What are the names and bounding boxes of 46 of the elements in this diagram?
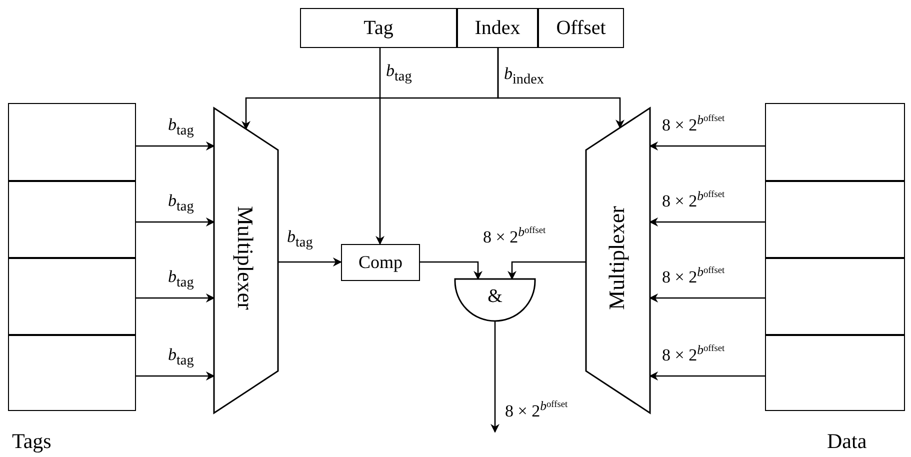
arrow [508,261,586,280]
multiplexer [586,108,650,413]
arrow [649,142,765,150]
memory-row [8,258,136,335]
arrow [136,142,215,150]
multiplexer-label: Multiplexer [606,206,628,310]
edge-label: b$_{tag}$ [386,62,412,84]
arrow [649,372,765,380]
multiplexer [214,108,278,413]
memory-row [8,103,136,181]
gate-symbol: & [486,287,504,306]
node-label: Index [474,18,522,38]
arrow [136,372,215,380]
address-field [300,8,457,48]
array-label: Tags [12,431,52,452]
edge-label: b$_{index}$ [504,65,544,87]
arrow [490,321,500,433]
array-label: Data [827,431,867,452]
node-label: Comp [357,252,404,270]
edge-label: b$_{tag}$ [287,228,313,250]
arrow [136,218,215,226]
memory-row [8,335,136,411]
memory-row [765,258,905,335]
node-label: Offset [555,18,607,38]
arrow [649,294,765,302]
node-label: Tag [362,18,394,38]
arrow [497,48,624,129]
arrow [136,294,215,302]
comparator-box [341,244,420,281]
arrow [649,218,765,226]
memory-row [765,181,905,258]
edge-label: b$_{tag}$ [168,268,194,290]
arrow [376,48,384,245]
edge-label: b$_{tag}$ [168,192,194,214]
arrow [278,258,342,266]
address-field [457,8,538,48]
edge-label: b$_{tag}$ [168,116,194,138]
memory-row [8,181,136,258]
memory-array [8,103,136,453]
memory-row [765,335,905,411]
arrow [420,261,482,280]
edge-label: b$_{tag}$ [168,346,194,368]
multiplexer-label: Multiplexer [234,206,256,310]
and-gate [455,279,535,321]
address-field [538,8,624,48]
memory-row [765,103,905,181]
